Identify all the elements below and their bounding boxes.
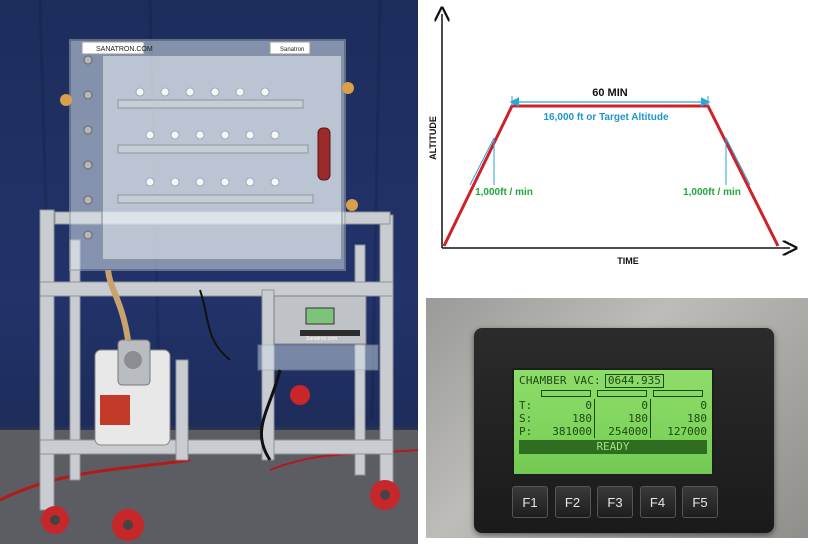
row-s-value: 180 xyxy=(687,412,707,425)
chamber-vac-value: 0644.935 xyxy=(604,374,664,388)
row-s-value: 180 xyxy=(595,412,651,425)
row-t-value: 0 xyxy=(700,399,707,412)
descent-rate-triangle xyxy=(725,137,751,186)
f3-button[interactable]: F3 xyxy=(597,486,633,518)
altitude-profile-svg: 60 MIN 16,000 ft or Target Altitude 1,00… xyxy=(428,0,821,266)
f5-button[interactable]: F5 xyxy=(682,486,718,518)
row-p-value: 381000 xyxy=(539,425,595,438)
row-s-value: 180 xyxy=(539,412,595,425)
side-label: Sanatron xyxy=(280,47,304,53)
lcd-readings: T: 0 0 0 S: 180 180 180 P: 381000 254000… xyxy=(519,399,707,438)
lcd-channel-bars xyxy=(541,390,707,397)
lcd-title: CHAMBER VAC: xyxy=(519,374,601,387)
channel-3-bar xyxy=(653,390,703,397)
x-axis-label: TIME xyxy=(617,256,639,266)
chamber-cart-illustration: Sanatron.com SANATRON.COM xyxy=(0,0,418,544)
controller-lcd: CHAMBER VAC: 0644.935 T: 0 0 0 S: 180 18… xyxy=(512,368,714,476)
f1-button[interactable]: F1 xyxy=(512,486,548,518)
row-p-label: P: xyxy=(519,425,533,438)
descent-rate-label: 1,000ft / min xyxy=(683,187,741,198)
front-label: SANATRON.COM xyxy=(96,46,153,53)
y-axis-label: ALTITUDE xyxy=(428,116,438,160)
ascent-rate-label: 1,000ft / min xyxy=(475,187,533,198)
chamber-cart-photo: Sanatron.com SANATRON.COM xyxy=(0,0,418,544)
unit-label: Sanatron.com xyxy=(306,336,337,342)
row-t-value: 0 xyxy=(595,399,651,412)
row-p-value: 127000 xyxy=(667,425,707,438)
plateau-label: 16,000 ft or Target Altitude xyxy=(543,112,668,123)
controller-photo: CHAMBER VAC: 0644.935 T: 0 0 0 S: 180 18… xyxy=(426,298,808,538)
f4-button[interactable]: F4 xyxy=(639,486,676,518)
row-s-label: S: xyxy=(519,412,533,425)
function-keys: F1 F2 F3 F4 F5 xyxy=(512,486,718,520)
status-badge: READY xyxy=(519,440,707,454)
row-t-label: T: xyxy=(519,399,533,412)
channel-2-bar xyxy=(597,390,647,397)
ascent-rate-triangle xyxy=(469,137,495,186)
altitude-profile-diagram: 60 MIN 16,000 ft or Target Altitude 1,00… xyxy=(424,0,821,290)
row-t-value: 0 xyxy=(539,399,595,412)
f2-button[interactable]: F2 xyxy=(554,486,591,518)
channel-1-bar xyxy=(541,390,591,397)
hold-duration-label: 60 MIN xyxy=(592,87,628,99)
row-p-value: 254000 xyxy=(595,425,651,438)
